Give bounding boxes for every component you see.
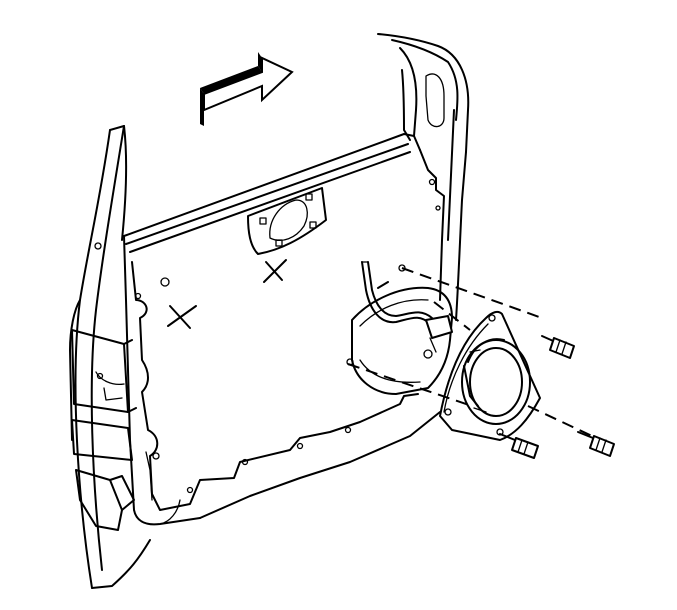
speaker-assembly [439, 310, 541, 441]
screw-lower-right [577, 431, 615, 457]
door-shell [69, 125, 151, 589]
x-marker-lower [167, 305, 197, 329]
alignment-lines [346, 264, 593, 437]
door-inner-panel [94, 109, 467, 526]
wiring-harness [361, 261, 433, 325]
handle-pocket [247, 187, 327, 255]
x-marker-upper [263, 259, 287, 283]
hinge-bracket-lower [71, 419, 135, 531]
screw-lower-left [499, 433, 539, 459]
screw-upper [541, 335, 575, 359]
direction-arrow [200, 52, 294, 126]
speaker-opening [351, 286, 453, 395]
window-frame [377, 33, 470, 153]
hinge-bracket-upper [71, 329, 137, 413]
